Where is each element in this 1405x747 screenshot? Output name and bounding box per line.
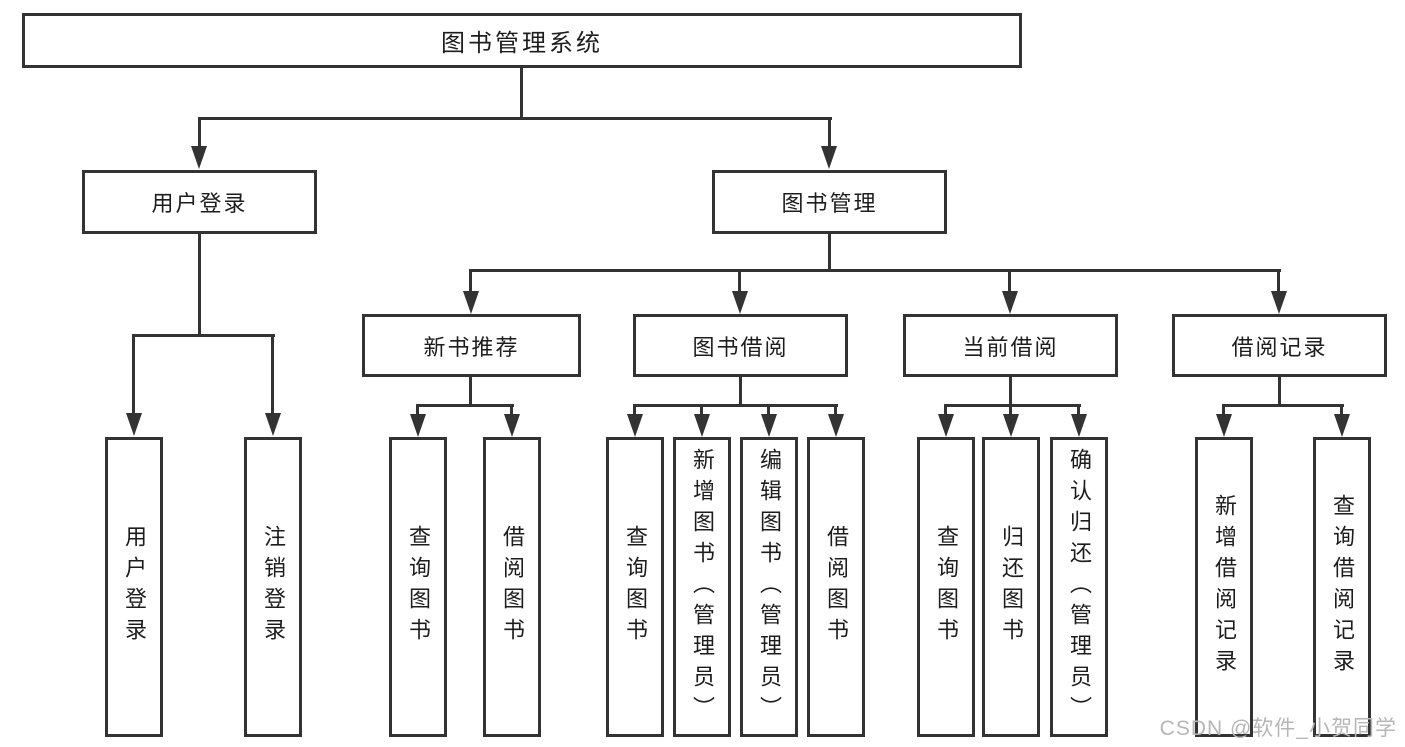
arrowhead-down-icon	[410, 414, 426, 437]
leaf-user-login: 用户登录	[105, 437, 163, 737]
leaf-label: 注销登录	[261, 525, 286, 649]
node-label: 新书推荐	[423, 334, 520, 360]
arrowhead-down-icon	[821, 146, 837, 169]
connector-drop	[739, 377, 742, 406]
arrowhead-down-icon	[761, 414, 777, 437]
leaf-confirm-return-admin: 确认归还（管理员）	[1050, 437, 1108, 737]
connector-stem	[1222, 404, 1225, 415]
leaf-label: 归还图书	[999, 525, 1024, 649]
connector-branch	[416, 404, 514, 407]
node-label: 用户登录	[151, 191, 248, 216]
leaf-label: 新增借阅记录	[1212, 494, 1237, 680]
arrowhead-down-icon	[627, 414, 643, 437]
connector-stem	[834, 404, 837, 415]
connector-level3-branch	[469, 269, 1281, 272]
leaf-label: 查询图书	[623, 525, 648, 649]
connector-stem	[767, 404, 770, 415]
connector-stem	[1340, 404, 1343, 415]
arrowhead-down-icon	[732, 291, 748, 314]
connector-drop	[469, 377, 472, 406]
connector-user-login-drop	[198, 234, 201, 337]
node-label: 当前借阅	[962, 334, 1059, 360]
connector-branch	[633, 404, 838, 407]
leaf-add-book-admin: 新增图书（管理员）	[673, 437, 731, 737]
node-book-borrowing: 图书借阅	[633, 314, 848, 377]
leaf-label: 查询图书	[934, 525, 959, 649]
leaf-query-borrow-record: 查询借阅记录	[1313, 437, 1371, 737]
leaf-label: 确认归还（管理员）	[1067, 447, 1092, 727]
leaf-label: 编辑图书（管理员）	[757, 447, 782, 727]
node-label: 图书借阅	[692, 334, 789, 360]
connector-stem	[271, 334, 274, 415]
node-label: 图书管理系统	[441, 30, 603, 57]
connector-stem	[1008, 269, 1011, 292]
arrowhead-down-icon	[694, 414, 710, 437]
arrowhead-down-icon	[126, 413, 142, 436]
csdn-watermark: CSDN @软件_小贺同学	[1159, 717, 1397, 740]
connector-branch	[1222, 404, 1344, 407]
connector-stem	[198, 117, 201, 148]
connector-stem	[416, 404, 419, 415]
node-new-book-recommend: 新书推荐	[362, 314, 581, 377]
connector-branch	[944, 404, 1081, 407]
arrowhead-down-icon	[463, 291, 479, 314]
connector-stem	[738, 269, 741, 292]
connector-stem	[944, 404, 947, 415]
connector-stem	[700, 404, 703, 415]
connector-stem	[1009, 404, 1012, 415]
leaf-return-book: 归还图书	[982, 437, 1040, 737]
arrowhead-down-icon	[1334, 414, 1350, 437]
leaf-borrow-books: 借阅图书	[807, 437, 865, 737]
arrowhead-down-icon	[1216, 414, 1232, 437]
leaf-label: 借阅图书	[500, 525, 525, 649]
node-current-borrowing: 当前借阅	[903, 314, 1118, 377]
leaf-borrow-books-recommend: 借阅图书	[483, 437, 541, 737]
node-label: 借阅记录	[1231, 334, 1328, 360]
connector-stem	[828, 117, 831, 148]
connector-stem	[1077, 404, 1080, 415]
connector-stem	[633, 404, 636, 415]
leaf-label: 借阅图书	[824, 525, 849, 649]
connector-user-login-branch	[132, 334, 275, 337]
leaf-label: 新增图书（管理员）	[690, 447, 715, 727]
arrowhead-down-icon	[1003, 414, 1019, 437]
connector-stem	[1277, 269, 1280, 292]
leaf-label: 用户登录	[122, 525, 147, 649]
leaf-label: 查询图书	[406, 525, 431, 649]
arrowhead-down-icon	[191, 146, 207, 169]
connector-stem	[510, 404, 513, 415]
node-borrowing-records: 借阅记录	[1172, 314, 1387, 377]
node-user-login: 用户登录	[82, 170, 317, 234]
leaf-logout: 注销登录	[244, 437, 302, 737]
leaf-query-books-borrowing: 查询图书	[606, 437, 664, 737]
connector-book-mgmt-drop	[828, 234, 831, 272]
node-library-system: 图书管理系统	[22, 13, 1022, 68]
connector-level1-branch	[198, 117, 832, 120]
leaf-query-books-current: 查询图书	[917, 437, 975, 737]
leaf-label: 查询借阅记录	[1330, 494, 1355, 680]
node-book-management: 图书管理	[712, 170, 947, 234]
leaf-query-books-recommend: 查询图书	[389, 437, 447, 737]
arrowhead-down-icon	[1271, 291, 1287, 314]
arrowhead-down-icon	[938, 414, 954, 437]
connector-drop	[1009, 377, 1012, 406]
connector-stem	[469, 269, 472, 292]
leaf-edit-book-admin: 编辑图书（管理员）	[740, 437, 798, 737]
connector-root-drop	[520, 68, 523, 120]
arrowhead-down-icon	[504, 414, 520, 437]
node-label: 图书管理	[781, 191, 878, 216]
connector-drop	[1278, 377, 1281, 406]
arrowhead-down-icon	[828, 414, 844, 437]
arrowhead-down-icon	[1071, 414, 1087, 437]
connector-stem	[132, 334, 135, 415]
leaf-add-borrow-record: 新增借阅记录	[1195, 437, 1253, 737]
arrowhead-down-icon	[265, 413, 281, 436]
arrowhead-down-icon	[1002, 291, 1018, 314]
